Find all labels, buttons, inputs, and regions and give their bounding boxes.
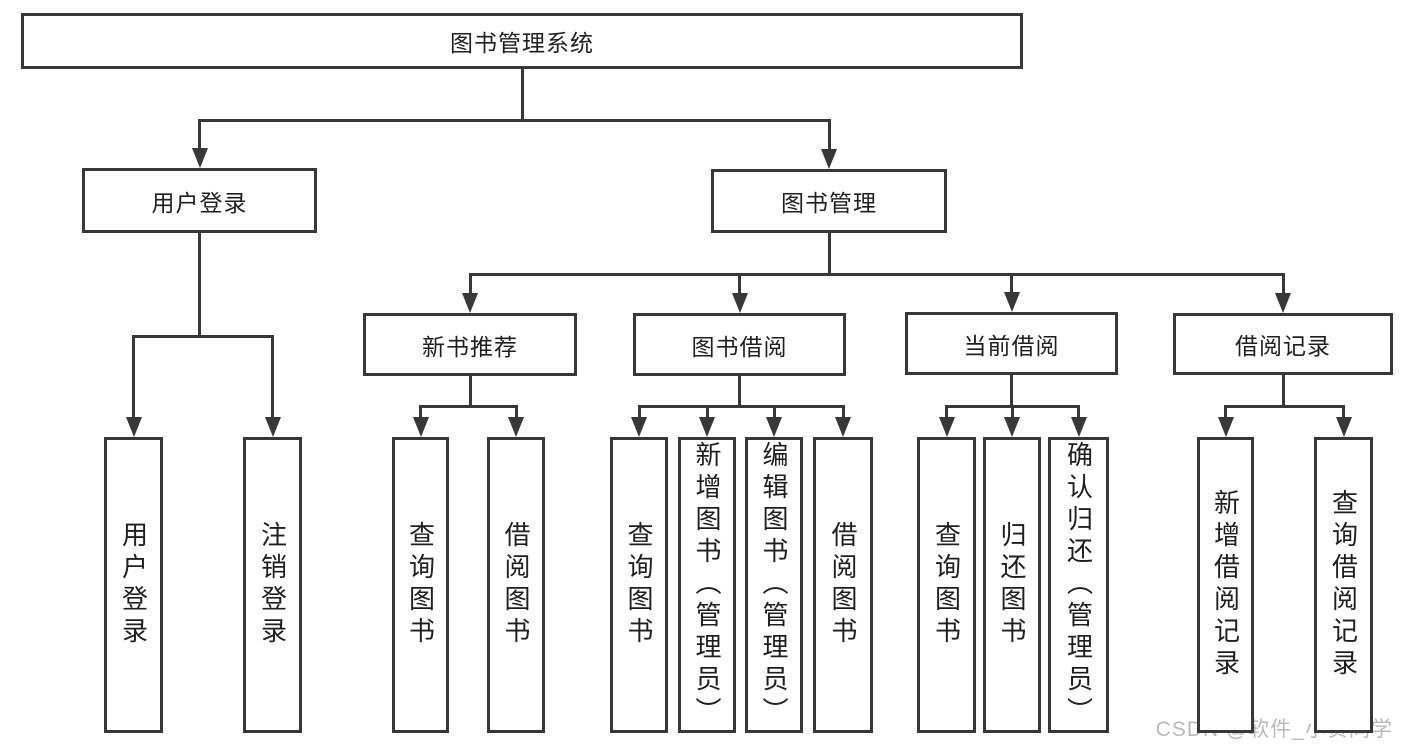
- diagram-node-label: 注销登录: [257, 521, 288, 649]
- diagram-node-label: 查询图书: [624, 521, 654, 649]
- diagram-node-new-book-rec: 新书推荐: [363, 313, 577, 376]
- diagram-node-leaf-edit-book: 编辑图书（管理员）: [745, 437, 803, 733]
- diagram-node-root: 图书管理系统: [21, 13, 1023, 69]
- arrow-down-icon: [1275, 293, 1291, 313]
- diagram-node-book-mgmt: 图书管理: [711, 169, 947, 233]
- arrow-down-icon: [264, 417, 281, 437]
- connector-drop: [738, 273, 741, 295]
- diagram-node-label: 当前借阅: [963, 332, 1060, 359]
- diagram-node-leaf-add-record: 新增借阅记录: [1197, 437, 1254, 733]
- arrow-down-icon: [1070, 417, 1087, 437]
- connector-bus: [1224, 405, 1345, 408]
- diagram-node-current-borrow: 当前借阅: [905, 312, 1118, 375]
- diagram-node-label: 确认归还（管理员）: [1063, 441, 1094, 729]
- diagram-node-label: 借阅记录: [1235, 333, 1331, 359]
- arrow-down-icon: [631, 417, 647, 437]
- arrow-down-icon: [191, 148, 208, 168]
- connector-bus: [637, 405, 845, 408]
- diagram-node-leaf-query-book-1: 查询图书: [392, 437, 449, 733]
- connector-drop: [419, 405, 422, 419]
- connector-drop: [1010, 273, 1013, 294]
- connector-drop: [198, 119, 201, 150]
- diagram-node-leaf-borrow-book-2: 借阅图书: [813, 437, 873, 733]
- diagram-node-leaf-add-book: 新增图书（管理员）: [678, 437, 736, 733]
- diagram-node-label: 图书管理: [781, 190, 877, 216]
- diagram-node-label: 借阅图书: [828, 521, 858, 649]
- arrow-down-icon: [412, 417, 429, 437]
- arrow-down-icon: [699, 417, 715, 437]
- connector-bus: [198, 119, 831, 122]
- connector-drop: [1342, 405, 1345, 419]
- connector-stem: [520, 69, 524, 122]
- connector-drop: [1010, 405, 1014, 419]
- arrow-down-icon: [1003, 292, 1020, 312]
- connector-drop: [637, 405, 641, 419]
- connector-drop: [1224, 405, 1227, 419]
- diagram-node-label: 用户登录: [151, 189, 248, 216]
- diagram-node-label: 编辑图书（管理员）: [759, 441, 789, 729]
- diagram-node-leaf-query-record: 查询借阅记录: [1314, 437, 1373, 733]
- arrow-down-icon: [938, 417, 955, 437]
- connector-drop: [1077, 405, 1080, 419]
- diagram-node-leaf-query-book-2: 查询图书: [610, 437, 668, 733]
- connector-drop: [772, 405, 776, 419]
- diagram-node-leaf-confirm-return: 确认归还（管理员）: [1048, 437, 1109, 733]
- arrow-down-icon: [508, 417, 524, 437]
- connector-stem: [827, 233, 831, 276]
- diagram-node-label: 归还图书: [997, 521, 1027, 649]
- diagram-node-leaf-return-book: 归还图书: [983, 437, 1041, 733]
- diagram-node-label: 图书管理系统: [450, 30, 594, 56]
- diagram-node-label: 新增图书（管理员）: [692, 441, 722, 729]
- diagram-node-leaf-user-login: 用户登录: [104, 437, 163, 733]
- arrow-down-icon: [766, 417, 782, 437]
- connector-drop: [705, 405, 709, 419]
- arrow-down-icon: [835, 417, 851, 437]
- diagram-node-borrow-records: 借阅记录: [1173, 313, 1393, 375]
- diagram-node-label: 新书推荐: [422, 333, 518, 360]
- diagram-node-label: 图书借阅: [691, 333, 788, 360]
- connector-drop: [514, 405, 518, 419]
- diagram-node-book-borrow: 图书借阅: [633, 313, 846, 376]
- connector-bus: [132, 335, 274, 338]
- connector-stem: [1010, 375, 1013, 408]
- connector-drop: [827, 119, 831, 151]
- diagram-node-label: 查询图书: [931, 521, 962, 649]
- connector-drop: [945, 405, 948, 419]
- arrow-down-icon: [821, 149, 837, 169]
- diagram-node-label: 借阅图书: [501, 521, 531, 649]
- diagram-node-label: 查询图书: [405, 521, 436, 649]
- connector-drop: [271, 335, 274, 419]
- connector-stem: [738, 376, 741, 408]
- connector-drop: [1281, 273, 1285, 295]
- arrow-down-icon: [1335, 417, 1352, 437]
- connector-bus: [468, 273, 1285, 276]
- connector-drop: [468, 273, 472, 295]
- diagram-node-user-login: 用户登录: [82, 168, 317, 233]
- arrow-down-icon: [125, 417, 142, 437]
- diagram-node-leaf-query-book-3: 查询图书: [917, 437, 976, 733]
- connector-drop: [841, 405, 845, 419]
- diagram-node-leaf-logout: 注销登录: [243, 437, 302, 733]
- diagram-node-label: 查询借阅记录: [1328, 489, 1359, 681]
- diagram-node-label: 新增借阅记录: [1210, 489, 1241, 681]
- connector-stem: [1281, 375, 1285, 408]
- diagram-node-leaf-borrow-book-1: 借阅图书: [487, 437, 545, 733]
- diagram-node-label: 用户登录: [118, 521, 149, 649]
- connector-drop: [132, 335, 135, 419]
- connector-stem: [468, 376, 472, 408]
- arrow-down-icon: [731, 293, 748, 313]
- connector-stem: [198, 233, 201, 338]
- arrow-down-icon: [1004, 417, 1020, 437]
- arrow-down-icon: [462, 293, 478, 313]
- connector-bus: [419, 405, 518, 408]
- arrow-down-icon: [1217, 417, 1234, 437]
